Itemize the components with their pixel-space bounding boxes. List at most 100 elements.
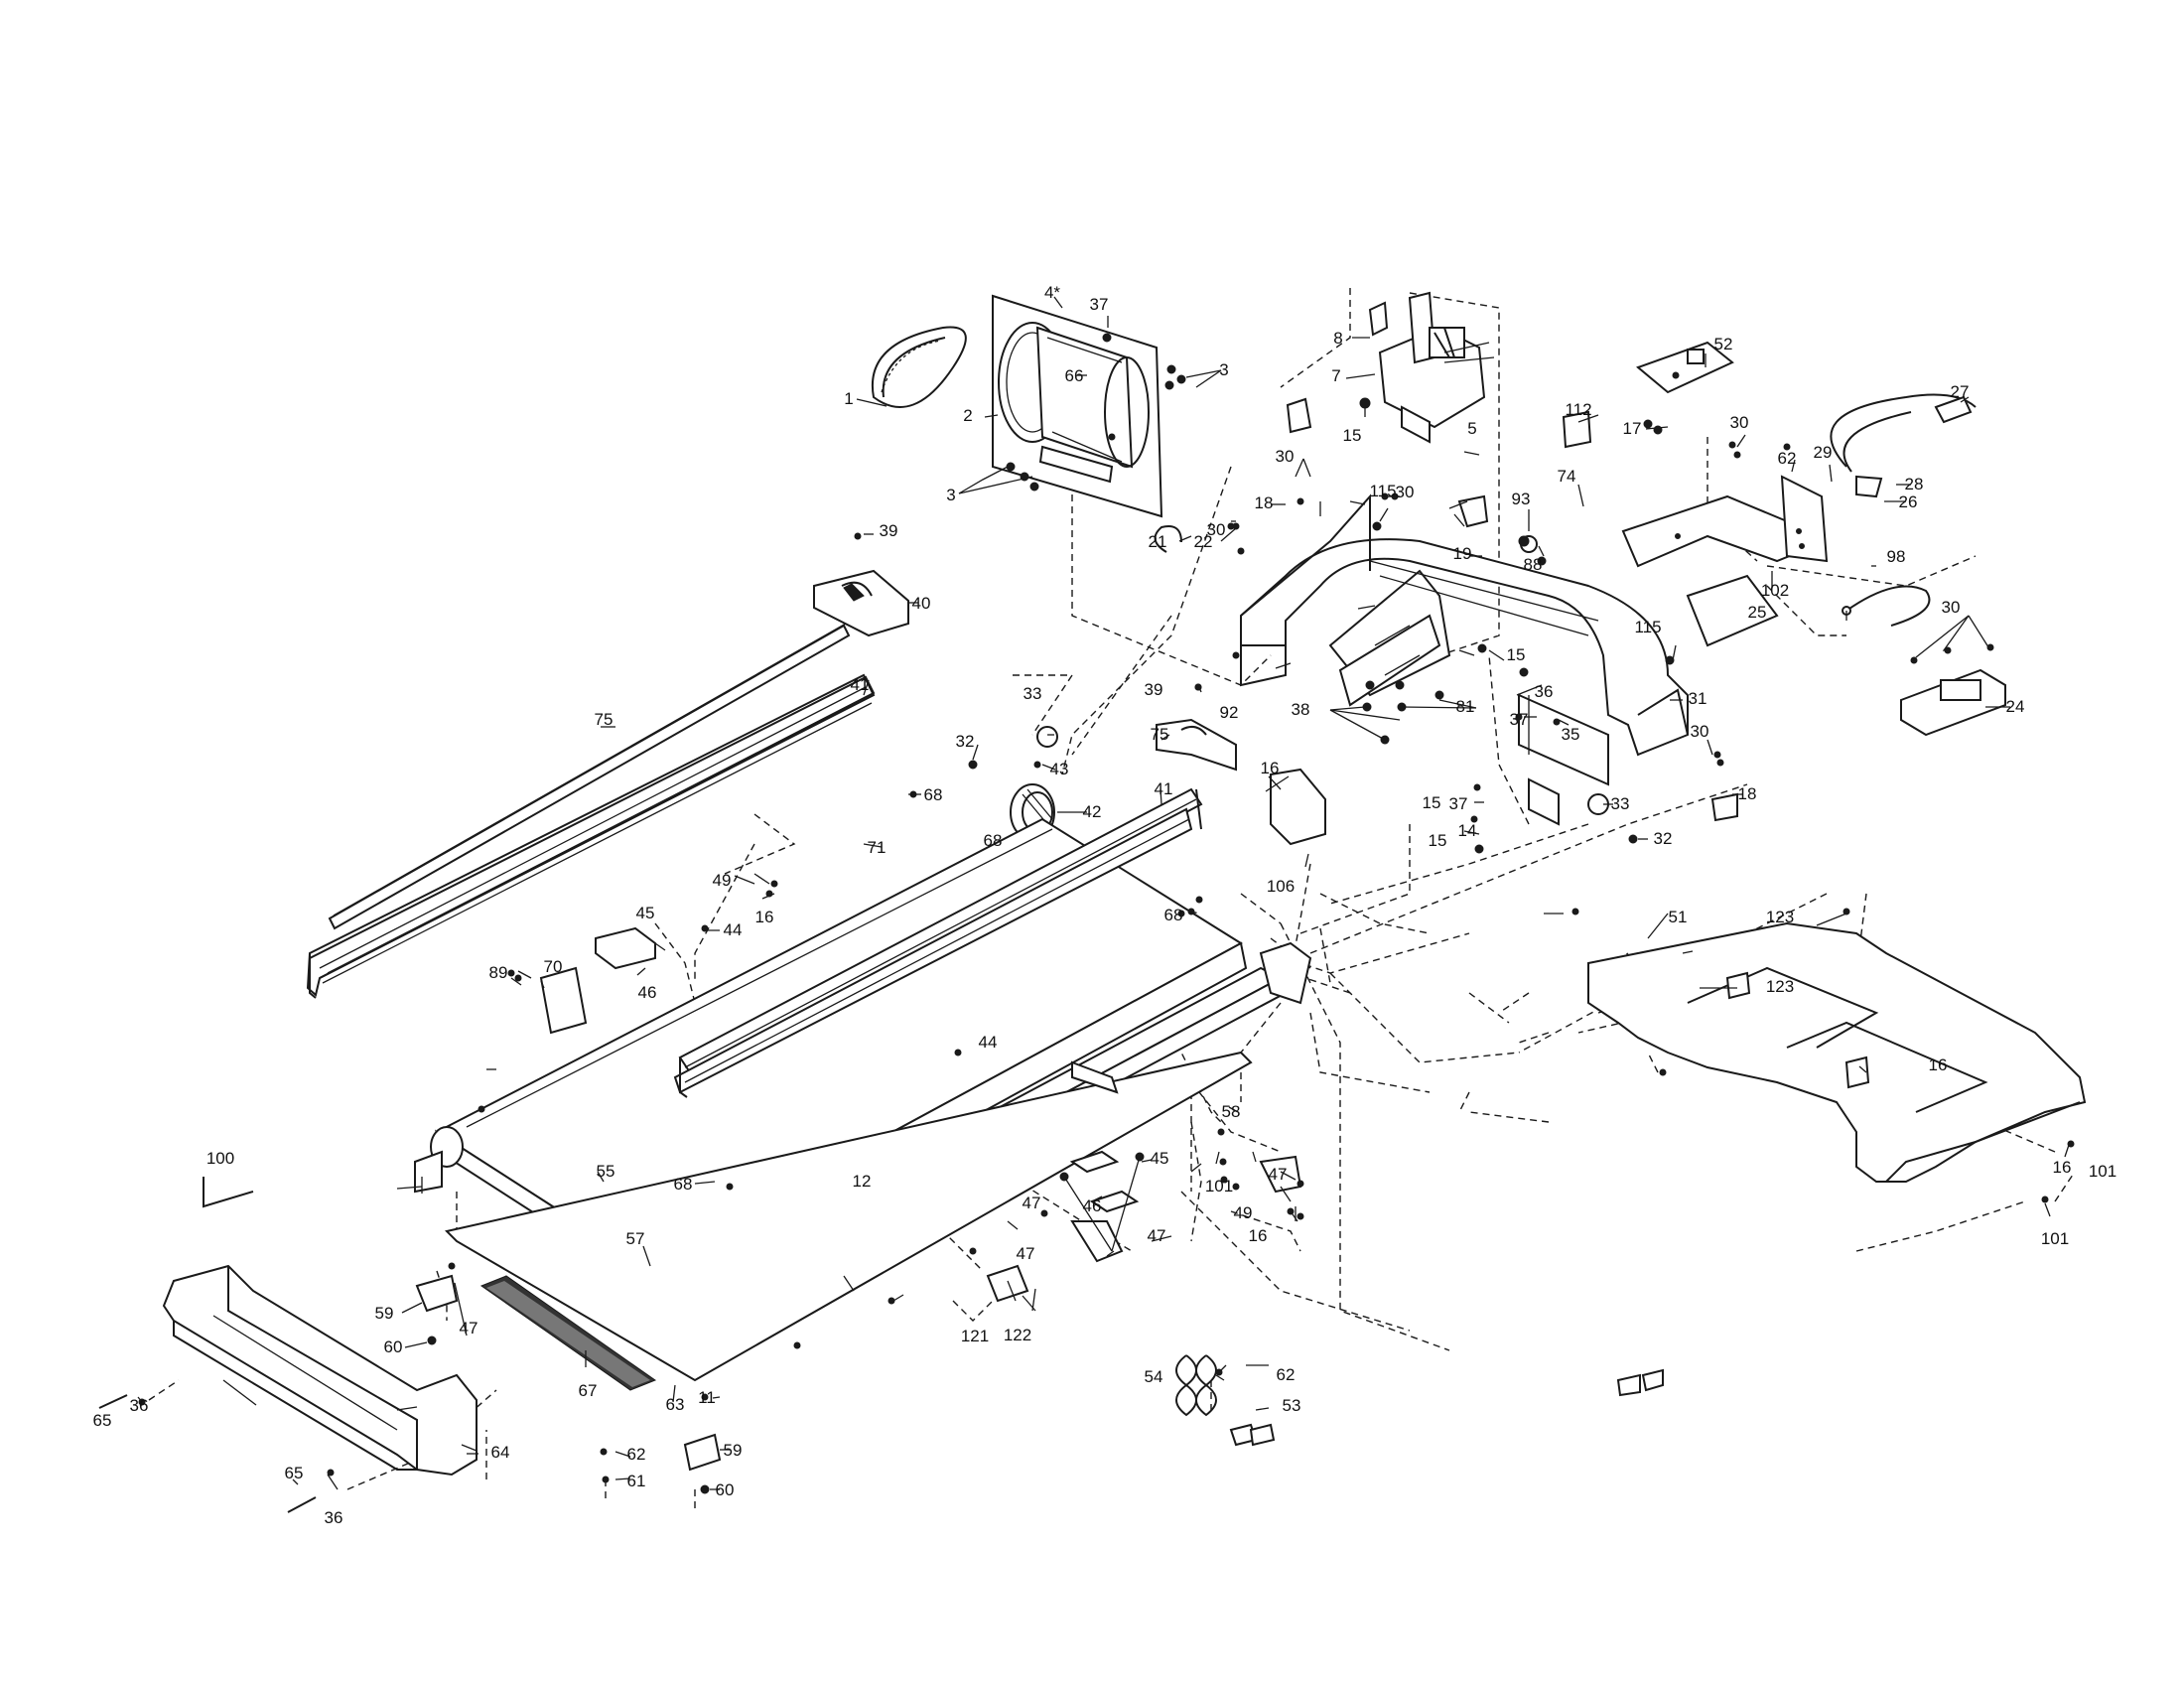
part-label-16: 16 [755,908,774,926]
part-label-27: 27 [1951,382,1970,401]
part-label-115: 115 [1634,618,1661,636]
part-label-39: 39 [880,521,898,540]
part-label-22: 22 [1194,532,1213,551]
part-label-19: 19 [1453,544,1472,563]
side-rail-left [306,623,876,999]
part-label-33: 33 [1024,684,1042,703]
part-label-47: 47 [1148,1226,1166,1245]
part-label-31: 31 [1689,689,1707,708]
part-label-51: 51 [1669,908,1688,926]
part-label-25: 25 [1748,603,1767,622]
part-label-88: 88 [1524,555,1543,574]
motor-hood [1587,921,2087,1183]
part-label-55: 55 [597,1162,615,1181]
vent-grill [479,1275,657,1391]
part-label-92: 92 [1220,703,1239,722]
part-label-30: 30 [1691,722,1709,741]
electronics-bracket [1621,475,1829,647]
part-label-61: 61 [627,1472,646,1490]
part-label-8: 8 [1333,329,1342,348]
part-label-2: 2 [963,406,972,425]
part-label-47: 47 [1023,1194,1041,1212]
motor-assembly [992,294,1163,518]
part-label-36: 36 [130,1396,149,1415]
part-label-43: 43 [1050,760,1069,778]
part-label-39: 39 [1145,680,1163,699]
part-label-15: 15 [1429,831,1447,850]
part-label-44: 44 [724,920,743,939]
part-label-63: 63 [666,1395,685,1414]
part-label-93: 93 [1512,490,1531,508]
part-label-58: 58 [1222,1102,1241,1121]
part-label-101: 101 [1205,1177,1233,1196]
part-label-18: 18 [1738,784,1757,803]
part-label-60: 60 [384,1337,403,1356]
part-label-68: 68 [1164,906,1183,924]
end-cap-40 [813,569,909,637]
part-label-47: 47 [1017,1244,1035,1263]
part-label-121: 121 [961,1327,989,1345]
part-label-54: 54 [1145,1367,1163,1386]
part-label-123: 123 [1766,908,1794,926]
drive-belt [871,326,967,408]
part-label-1: 1 [844,389,853,408]
part-label-15: 15 [1507,645,1526,664]
part-label-47: 47 [460,1319,478,1337]
part-label-106: 106 [1267,877,1295,896]
part-label-32: 32 [956,732,975,751]
part-label-37: 37 [1449,794,1468,813]
part-label-30: 30 [1276,447,1295,466]
part-label-36: 36 [1535,682,1554,701]
part-label-75: 75 [1151,725,1169,744]
bracket-24 [1900,668,2006,737]
part-label-74: 74 [1558,467,1576,486]
part-label-67: 67 [579,1381,598,1400]
part-label-16: 16 [1249,1226,1268,1245]
leader-lines [137,296,2071,1490]
part-label-46: 46 [638,983,657,1002]
part-label-29: 29 [1814,443,1833,462]
part-label-32: 32 [1654,829,1673,848]
part-label-123: 123 [1766,977,1794,996]
part-label-41: 41 [1155,779,1173,798]
part-label-36: 36 [325,1508,343,1527]
part-label-52: 52 [1714,335,1733,353]
part-label-38: 38 [1292,700,1310,719]
part-label-89: 89 [489,963,508,982]
part-label-68: 68 [984,831,1003,850]
part-label-44: 44 [979,1033,998,1052]
part-label-49: 49 [713,871,732,890]
part-label-62: 62 [1277,1365,1296,1384]
part-label-3: 3 [1219,360,1228,379]
part-label-11: 11 [698,1388,716,1407]
incline-motor [1368,291,1495,444]
part-label-24: 24 [2006,697,2025,716]
part-label-102: 102 [1761,581,1789,600]
part-label-30: 30 [1730,413,1749,432]
part-label-33: 33 [1611,794,1630,813]
part-label-30: 30 [1396,483,1415,501]
part-label-64: 64 [491,1443,510,1462]
part-label-101: 101 [2041,1229,2069,1248]
side-rail-center [673,787,1203,1098]
part-label-18: 18 [1255,493,1274,512]
part-label-17: 17 [1623,419,1642,438]
part-label-16: 16 [1261,759,1280,777]
part-label-57: 57 [626,1229,645,1248]
part-label-16: 16 [2053,1158,2072,1177]
part-label-15: 15 [1423,793,1441,812]
part-label-45: 45 [1151,1149,1169,1168]
part-label-7: 7 [1331,366,1340,385]
part-label-15: 15 [1343,426,1362,445]
part-label-68: 68 [674,1175,693,1194]
part-label-112: 112 [1565,400,1591,419]
part-label-53: 53 [1283,1396,1301,1415]
part-label-100: 100 [206,1149,234,1168]
part-label-122: 122 [1004,1326,1031,1344]
part-label-5: 5 [1467,419,1476,438]
part-label-37: 37 [1090,295,1109,314]
cable-98 [1842,585,1931,627]
part-label-30: 30 [1942,598,1961,617]
